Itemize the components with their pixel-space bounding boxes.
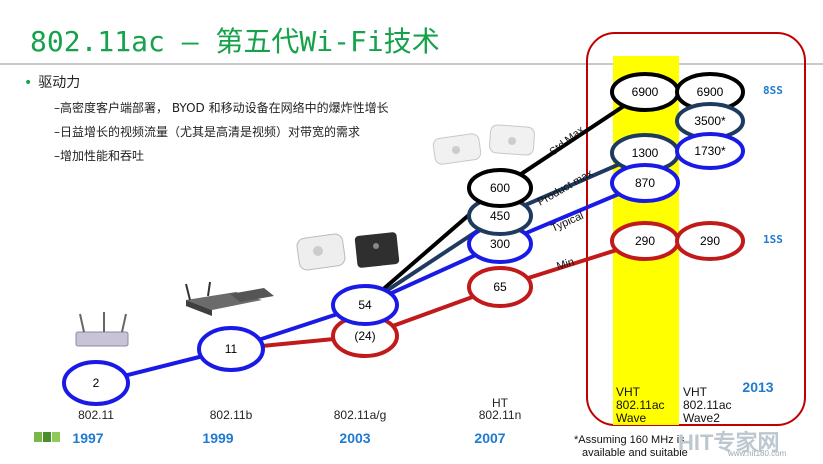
year-2003: 2003 xyxy=(339,430,370,446)
node-600 xyxy=(467,168,533,208)
label-1ss: 1SS xyxy=(763,233,783,246)
node-450-label: 450 xyxy=(490,209,510,223)
page-title: 802.11ac – 第五代Wi-Fi技术 xyxy=(30,25,440,58)
node-290-wave2-label: 290 xyxy=(700,234,720,248)
node-290-wave1-label: 290 xyxy=(635,234,655,248)
node-600-label: 600 xyxy=(490,181,510,195)
line-600-6900 xyxy=(498,90,647,190)
footnote-line2: available and suitable xyxy=(582,447,688,459)
node-24-label: (24) xyxy=(354,329,375,343)
std-80211n: 802.11n xyxy=(479,408,522,422)
std-80211: 802.11 xyxy=(78,408,114,422)
nodes: 2 11 (24) 54 65 300 450 600 6900 1300 87… xyxy=(62,72,745,406)
year-2007: 2007 xyxy=(474,430,505,446)
wave1-line3: Wave xyxy=(616,411,647,425)
wave2-line1: VHT xyxy=(683,385,708,399)
node-870-label: 870 xyxy=(635,176,655,190)
year-2013: 2013 xyxy=(742,379,773,395)
node-11-label: 11 xyxy=(225,342,238,356)
node-1730-label: 1730* xyxy=(694,144,726,158)
driver-item-3: –增加性能和吞吐 xyxy=(54,149,145,163)
years: 1997 1999 2003 2007 2013 xyxy=(72,379,773,446)
node-65-label: 65 xyxy=(493,280,507,294)
node-2-label: 2 xyxy=(93,376,100,390)
company-logo-icon xyxy=(34,432,60,442)
node-3500-label: 3500* xyxy=(694,114,726,128)
watermark-brand: HIT专家网 xyxy=(678,430,780,455)
node-6900-wave2-label: 6900 xyxy=(697,85,724,99)
year-1999: 1999 xyxy=(202,430,233,446)
node-300-label: 300 xyxy=(490,237,510,251)
node-2 xyxy=(62,360,130,406)
watermark-url: www.hit180.com xyxy=(728,449,787,458)
node-1300-label: 1300 xyxy=(632,146,659,160)
vht-labels: VHT 802.11ac Wave VHT 802.11ac Wave2 xyxy=(616,385,732,425)
std-ht: HT xyxy=(492,396,509,410)
node-6900-wave1-label: 6900 xyxy=(632,85,659,99)
driver-item-2: –日益增长的视频流量（尤其是高清是视频）对带宽的需求 xyxy=(54,125,361,139)
node-1730 xyxy=(675,132,745,170)
node-11 xyxy=(197,326,265,372)
vht-frame xyxy=(586,32,806,426)
std-80211b: 802.11b xyxy=(210,408,253,422)
router-1997-icon xyxy=(75,312,129,347)
year-1997: 1997 xyxy=(72,430,103,446)
drivers-heading-text: 驱动力 xyxy=(38,75,81,91)
footnote-line1: *Assuming 160 MHz is xyxy=(574,434,685,446)
wave1-line1: VHT xyxy=(616,385,641,399)
std-80211ag: 802.11a/g xyxy=(334,408,387,422)
wave2-line2: 802.11ac xyxy=(683,398,732,412)
bullet-icon: • xyxy=(24,75,33,91)
node-54-label: 54 xyxy=(358,298,372,312)
standards: 802.11 802.11b 802.11a/g HT 802.11n xyxy=(78,396,521,422)
title-divider xyxy=(0,63,823,65)
label-min: Min xyxy=(555,256,576,273)
label-8ss: 8SS xyxy=(763,84,783,97)
node-870 xyxy=(610,163,680,203)
router-1999-icon xyxy=(185,281,274,316)
access-point-2003-icon xyxy=(296,232,400,271)
wave1-line2: 802.11ac xyxy=(616,398,665,412)
node-65 xyxy=(467,266,533,308)
wave2-line3: Wave2 xyxy=(683,411,720,425)
node-290-wave2 xyxy=(675,221,745,261)
node-54 xyxy=(331,284,399,326)
drivers-heading: • 驱动力 xyxy=(24,72,80,92)
driver-item-1: –高密度客户端部署， BYOD 和移动设备在网络中的爆炸性增长 xyxy=(54,101,389,115)
label-std-max: Std Max xyxy=(547,124,587,159)
access-point-2007-icon xyxy=(432,124,535,165)
